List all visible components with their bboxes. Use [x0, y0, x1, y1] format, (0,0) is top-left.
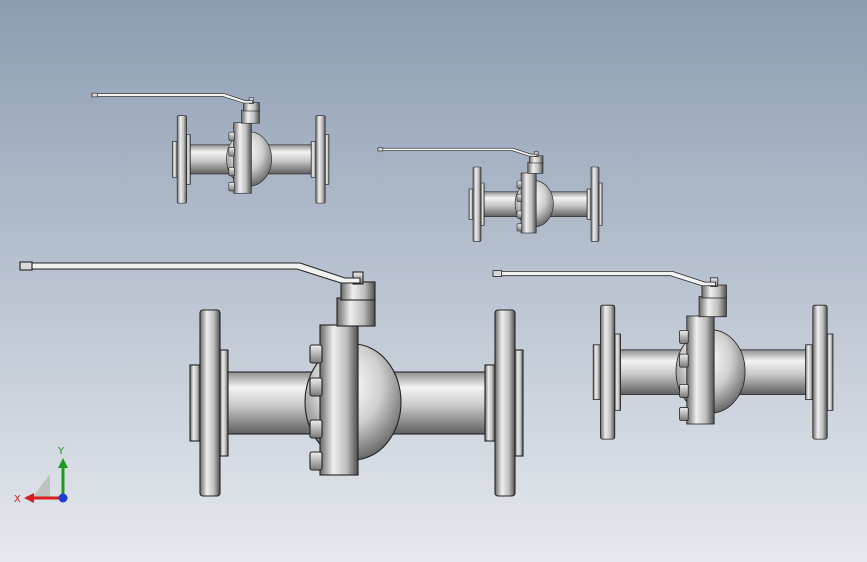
ball-valve-small-top-right[interactable] — [377, 147, 603, 242]
bolt-nut — [309, 344, 323, 364]
flange-right — [494, 309, 516, 497]
ball-valve-medium-top-left[interactable] — [91, 92, 330, 204]
body-flange — [686, 315, 715, 425]
ball-valve-medium-bottom-right[interactable] — [492, 270, 834, 440]
flange-hub-left — [468, 188, 474, 220]
body-flange — [233, 122, 252, 194]
stem-gland — [340, 281, 376, 301]
bolt-nut — [309, 451, 323, 471]
ball-valve-large-bottom-left[interactable] — [19, 261, 524, 497]
bolt-nut — [309, 419, 323, 439]
y-axis-arrowhead — [58, 458, 68, 468]
stem-gland — [243, 102, 260, 112]
bolt-nut — [228, 167, 235, 177]
flange-face-right — [598, 182, 603, 226]
flange-right — [812, 304, 828, 440]
coordinate-triad: Y X — [14, 446, 68, 505]
valve-neck — [241, 109, 260, 124]
stem-gland — [701, 284, 727, 299]
flange-hub-left — [172, 141, 178, 178]
body-flange — [319, 324, 359, 476]
triad-plane — [32, 474, 50, 498]
flange-left — [472, 166, 482, 242]
valve-neck — [527, 161, 544, 174]
bolt-nut — [228, 131, 235, 141]
bolt-nut — [228, 182, 235, 192]
bolt-nut — [516, 210, 523, 219]
valve-neck — [336, 297, 376, 327]
flange-right — [590, 166, 600, 242]
lever-handle — [377, 147, 538, 157]
bolt-nut — [516, 223, 523, 232]
bolt-nut — [516, 180, 523, 189]
x-axis-arrowhead — [24, 493, 34, 503]
flange-left — [600, 304, 616, 440]
flange-hub-right — [586, 188, 592, 220]
z-axis-dot — [58, 493, 68, 503]
lever-handle — [492, 270, 716, 287]
flange-hub-right — [805, 344, 814, 400]
flange-left — [176, 115, 187, 204]
lever-grip — [91, 92, 98, 98]
flange-right — [315, 115, 326, 204]
flange-face-left — [219, 349, 229, 457]
flange-face-right — [324, 134, 330, 185]
bolt-nut — [309, 377, 323, 397]
flange-hub-left — [189, 364, 201, 442]
bolt-nut — [679, 353, 689, 368]
y-axis-label: Y — [57, 446, 65, 457]
lever-grip — [377, 147, 384, 152]
bolt-nut — [679, 384, 689, 398]
bolt-nut — [228, 147, 235, 157]
x-axis-label: X — [14, 494, 21, 505]
lever-grip — [492, 270, 503, 277]
flange-hub-right — [310, 141, 317, 178]
lever-grip — [19, 261, 33, 271]
body-flange — [520, 172, 537, 234]
flange-face-right — [514, 349, 524, 457]
flange-face-left — [614, 333, 621, 411]
flange-face-left — [480, 182, 485, 226]
bolt-nut — [679, 407, 689, 421]
flange-face-right — [826, 333, 834, 411]
flange-hub-left — [592, 344, 601, 400]
bolt-nut — [516, 193, 523, 202]
flange-left — [199, 309, 221, 497]
valve-neck — [698, 296, 727, 318]
bolt-nut — [679, 330, 689, 344]
lever-handle — [19, 262, 361, 284]
lever-handle — [91, 93, 253, 104]
flange-hub-right — [484, 364, 496, 442]
flange-face-left — [186, 134, 191, 185]
